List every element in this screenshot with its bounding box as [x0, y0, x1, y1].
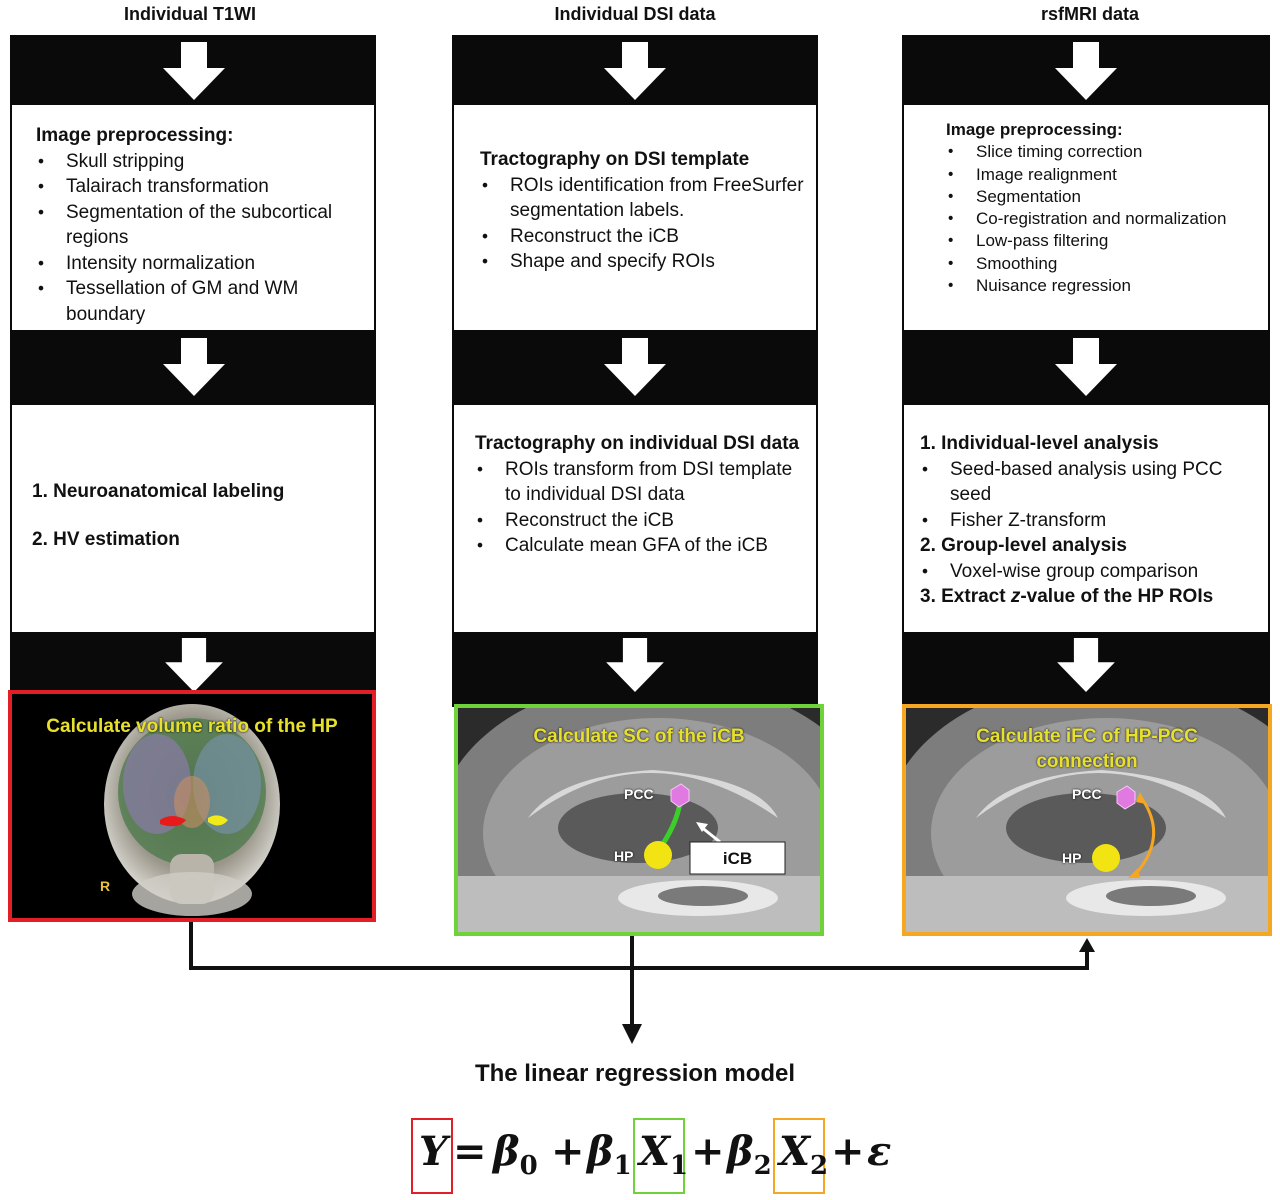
- ifc-caption-line1: Calculate iFC of HP-PCC: [976, 726, 1198, 747]
- hp-label: HP: [614, 848, 634, 864]
- t1wi-labeling-box: 1. Neuroanatomical labeling 2. HV estima…: [12, 405, 374, 632]
- list-item: Slice timing correction: [946, 141, 1258, 164]
- down-arrow-icon: [1055, 42, 1117, 100]
- coefficient-beta1: β1: [587, 1128, 632, 1181]
- variable-x2: X2: [779, 1128, 829, 1181]
- equals-sign: =: [453, 1128, 487, 1175]
- volume-ratio-caption: Calculate volume ratio of the HP: [46, 716, 338, 737]
- down-arrow-icon: [606, 638, 664, 692]
- ifc-caption-line2: connection: [1036, 751, 1138, 772]
- list-item: Smoothing: [946, 253, 1258, 276]
- column-title-dsi: Individual DSI data: [554, 4, 716, 24]
- t1wi-preprocessing-box: Image preprocessing: Skull stripping Tal…: [12, 105, 374, 330]
- list-item: ROIs transform from DSI template to indi…: [475, 457, 804, 508]
- dsi-individual-box: Tractography on individual DSI data ROIs…: [454, 405, 816, 632]
- dsi-individual-list: ROIs transform from DSI template to indi…: [475, 457, 804, 559]
- down-arrow-icon: [1055, 338, 1117, 396]
- variable-x1: X1: [639, 1128, 689, 1181]
- individual-level-heading: 1. Individual-level analysis: [920, 433, 1159, 454]
- column-title-rsfmri: rsfMRI data: [1040, 4, 1139, 24]
- extract-z-value-heading: 3. Extract z-value of the HP ROIs: [920, 586, 1214, 607]
- pcc-label: PCC: [1072, 786, 1102, 802]
- down-arrow-icon: [1057, 638, 1115, 692]
- group-level-list: Voxel-wise group comparison: [920, 559, 1260, 585]
- rsfmri-preprocessing-heading: Image preprocessing:: [946, 120, 1123, 139]
- rsfmri-analysis-box: 1. Individual-level analysis Seed-based …: [904, 405, 1268, 632]
- plus-sign: +: [831, 1128, 865, 1175]
- down-arrow-icon: [165, 638, 223, 692]
- regression-model-title: The linear regression model: [474, 1060, 796, 1087]
- list-item: ROIs identification from FreeSurfer segm…: [480, 173, 804, 224]
- rsfmri-preprocessing-box: Image preprocessing: Slice timing correc…: [904, 105, 1268, 330]
- t1wi-preprocessing-list: Skull stripping Talairach transformation…: [36, 149, 360, 328]
- dependent-variable: Y: [419, 1128, 448, 1175]
- list-item: Fisher Z-transform: [920, 508, 1260, 534]
- list-item: Intensity normalization: [36, 251, 360, 277]
- pcc-label: PCC: [624, 786, 654, 802]
- column-title-t1wi: Individual T1WI: [123, 4, 256, 24]
- list-item: Shape and specify ROIs: [480, 249, 804, 275]
- error-term: ε: [867, 1128, 892, 1175]
- down-arrow-icon: [163, 338, 225, 396]
- sc-icb-caption: Calculate SC of the iCB: [533, 726, 745, 747]
- x1-frame: [633, 1118, 685, 1194]
- list-item: Calculate mean GFA of the iCB: [475, 533, 804, 559]
- icb-label: iCB: [722, 849, 753, 868]
- icb-structural-connectivity-image: Calculate SC of the iCB PCC HP iCB: [454, 704, 824, 936]
- hv-estimation-step: 2. HV estimation: [32, 529, 180, 550]
- x2-frame: [773, 1118, 825, 1194]
- list-item: Segmentation: [946, 186, 1258, 209]
- list-item: Skull stripping: [36, 149, 360, 175]
- list-item: Reconstruct the iCB: [480, 224, 804, 250]
- dsi-template-heading: Tractography on DSI template: [480, 149, 750, 170]
- list-item: Reconstruct the iCB: [475, 508, 804, 534]
- dsi-template-box: Tractography on DSI template ROIs identi…: [454, 105, 816, 330]
- plus-sign: +: [551, 1128, 585, 1175]
- list-item: Voxel-wise group comparison: [920, 559, 1260, 585]
- coefficient-beta2: β2: [727, 1128, 772, 1181]
- list-item: Low-pass filtering: [946, 230, 1258, 253]
- rsfmri-preprocessing-list: Slice timing correction Image realignmen…: [946, 141, 1258, 297]
- t1wi-preprocessing-heading: Image preprocessing:: [36, 125, 234, 146]
- dsi-template-list: ROIs identification from FreeSurfer segm…: [480, 173, 804, 275]
- list-item: Tessellation of GM and WM boundary: [36, 276, 360, 327]
- dependent-variable-frame: [411, 1118, 453, 1194]
- dsi-individual-heading: Tractography on individual DSI data: [475, 433, 800, 454]
- coronal-brain-mri: [104, 704, 280, 916]
- sagittal-brain-mri: [458, 708, 820, 932]
- list-item: Segmentation of the subcortical regions: [36, 200, 360, 251]
- down-arrow-icon: [604, 42, 666, 100]
- list-item: Image realignment: [946, 164, 1258, 187]
- plus-sign: +: [691, 1128, 725, 1175]
- group-level-heading: 2. Group-level analysis: [920, 535, 1127, 556]
- list-item: Seed-based analysis using PCC seed: [920, 457, 1260, 508]
- down-arrow-icon: [604, 338, 666, 396]
- hp-pcc-functional-connectivity-image: Calculate iFC of HP-PCC connection PCC H…: [902, 704, 1272, 936]
- intercept-beta0: β0: [493, 1128, 538, 1181]
- list-item: Nuisance regression: [946, 275, 1258, 298]
- list-item: Talairach transformation: [36, 174, 360, 200]
- right-side-label: R: [100, 878, 111, 894]
- hippocampus-volume-image: Calculate volume ratio of the HP R: [8, 690, 376, 922]
- down-arrow-icon: [163, 42, 225, 100]
- individual-level-list: Seed-based analysis using PCC seed Fishe…: [920, 457, 1260, 534]
- neuroanatomical-labeling-step: 1. Neuroanatomical labeling: [32, 481, 285, 502]
- list-item: Co-registration and normalization: [946, 208, 1258, 231]
- hp-label: HP: [1062, 850, 1082, 866]
